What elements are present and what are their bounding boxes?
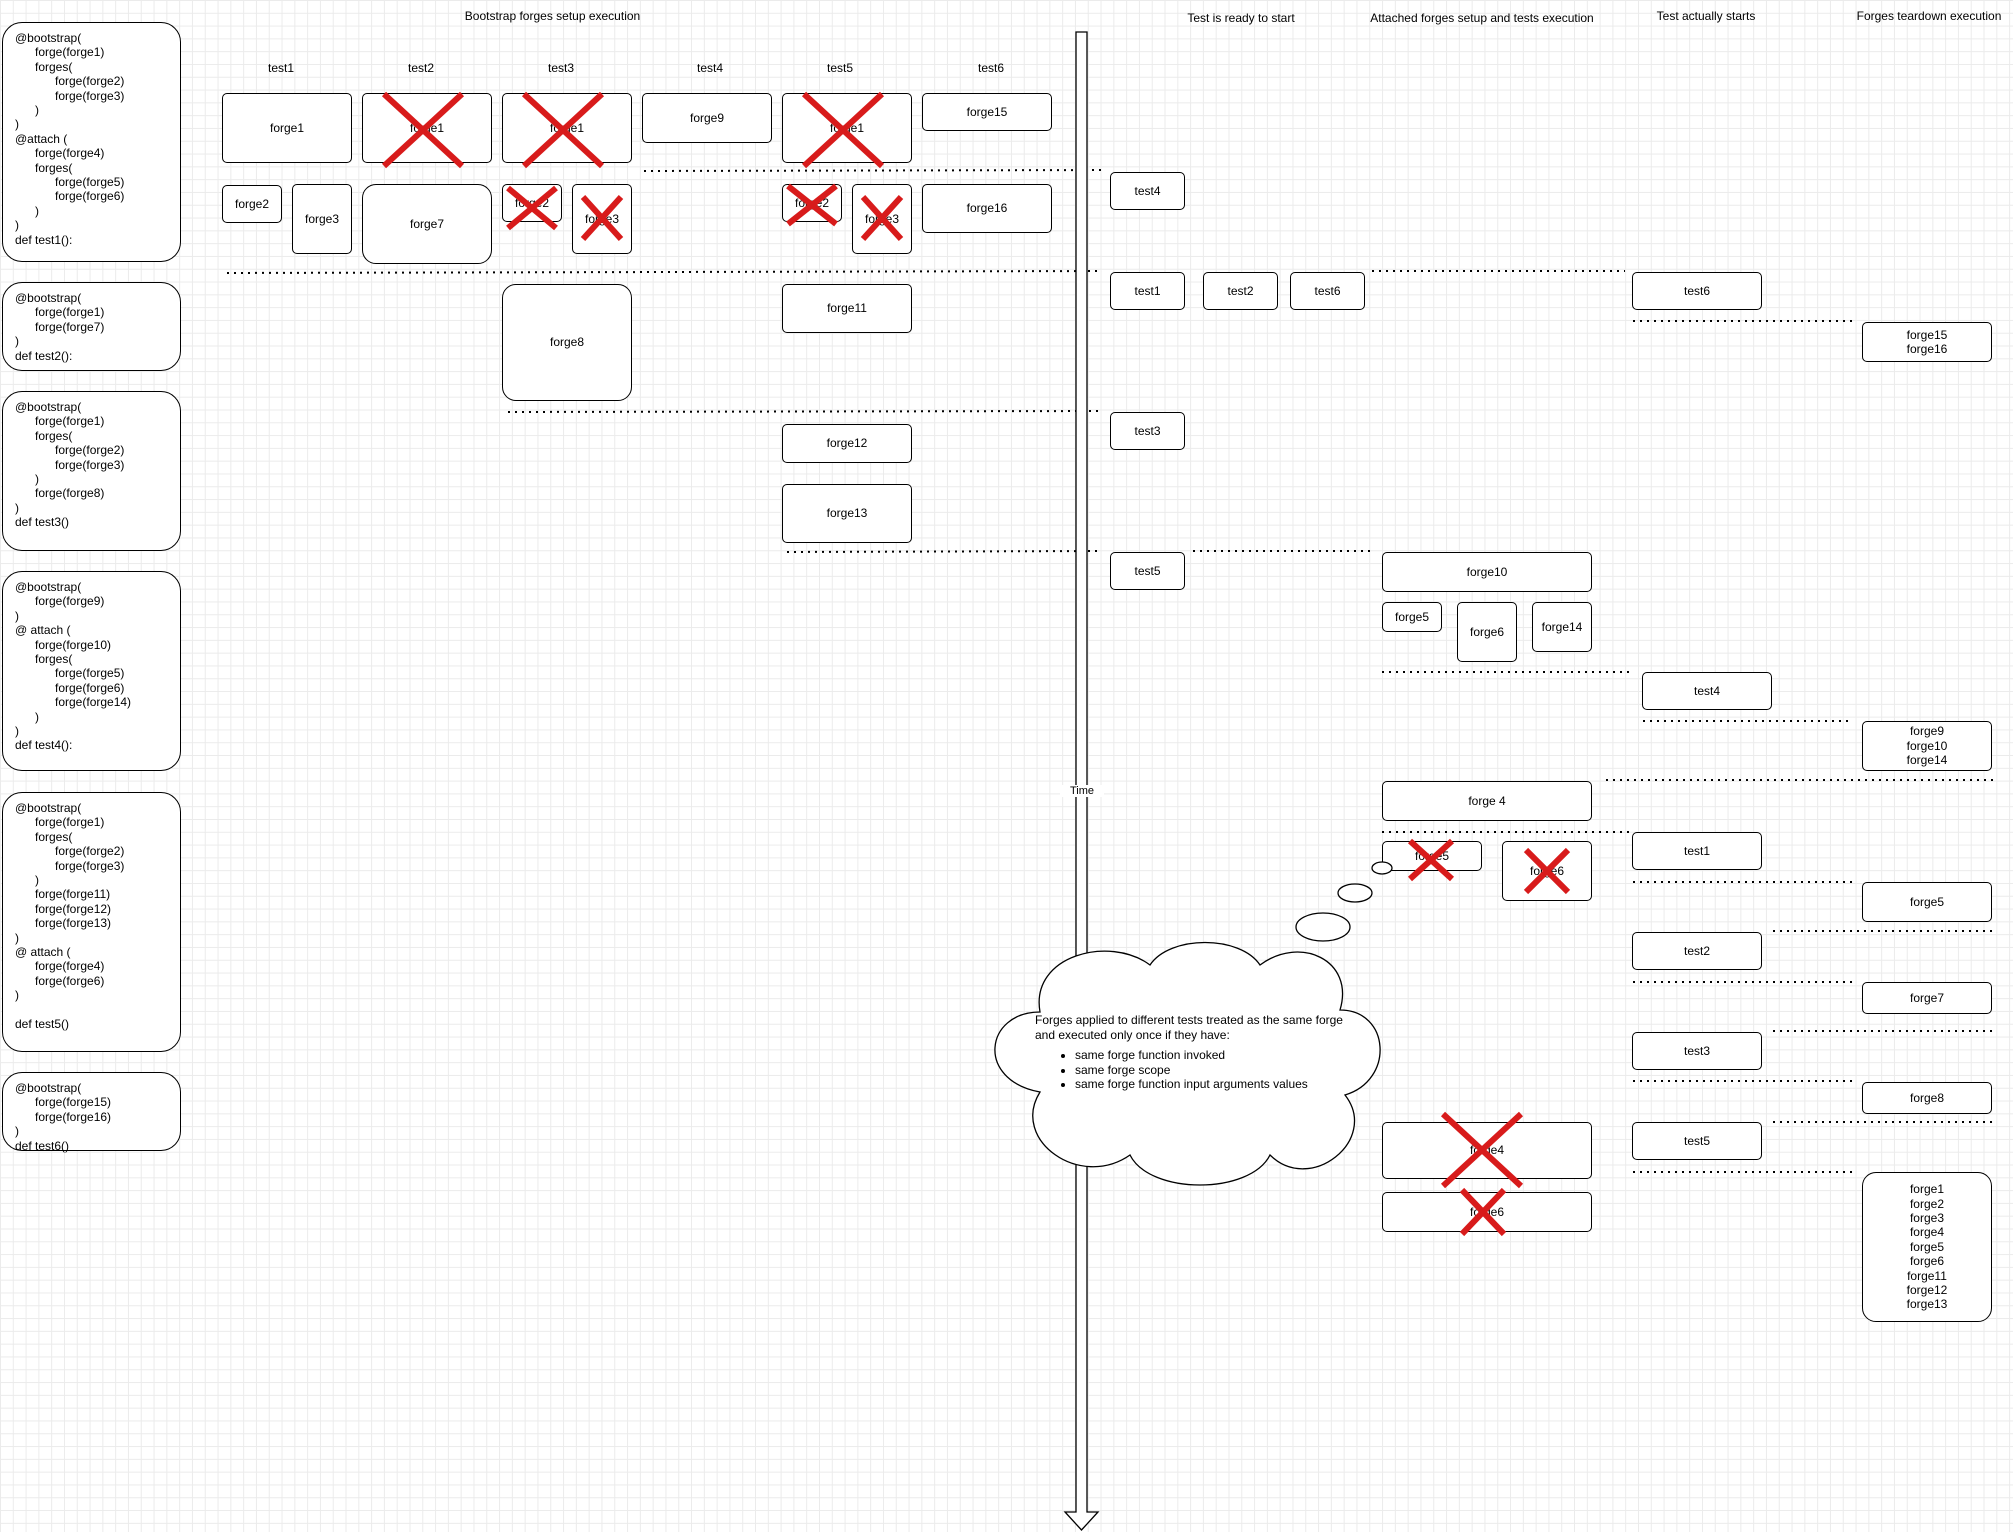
forge-box-test6-forge16: forge16: [922, 184, 1052, 233]
start-box-test3: test3: [1632, 1032, 1762, 1070]
teardown-box-test3: forge8: [1862, 1082, 1992, 1114]
attached-box-forge10: forge10: [1382, 552, 1592, 592]
teardown-box-test6: forge15 forge16: [1862, 322, 1992, 362]
column-test2: test2: [407, 61, 434, 75]
forge-box-test5-forge12: forge12: [782, 424, 912, 463]
start-box-test4: test4: [1642, 672, 1772, 710]
attached-box-forge6: forge6: [1457, 602, 1517, 662]
column-test1: test1: [267, 61, 294, 75]
column-test3: test3: [547, 61, 574, 75]
note-item: same forge function invoked: [1075, 1048, 1355, 1063]
forge-box-test6-forge15: forge15: [922, 93, 1052, 131]
note-list: same forge function invoked same forge s…: [1035, 1048, 1355, 1092]
code-block-test6: @bootstrap( forge(forge15) forge(forge16…: [2, 1072, 181, 1153]
note-item: same forge scope: [1075, 1063, 1355, 1078]
note-text: Forges applied to different tests treate…: [1035, 1013, 1355, 1092]
attached-box-forge4: forge 4: [1382, 781, 1592, 821]
note-intro: Forges applied to different tests treate…: [1035, 1013, 1343, 1042]
code-block-test1: @bootstrap( forge(forge1) forges( forge(…: [2, 22, 181, 262]
ready-box-test1: test1: [1110, 272, 1185, 310]
note-item: same forge function input arguments valu…: [1075, 1077, 1355, 1092]
ready-box-test6: test6: [1290, 272, 1365, 310]
code-block-test3: @bootstrap( forge(forge1) forges( forge(…: [2, 391, 181, 551]
teardown-box-test5: forge1 forge2 forge3 forge4 forge5 forge…: [1862, 1172, 1992, 1322]
ready-box-test4: test4: [1110, 172, 1185, 210]
teardown-box-test1: forge5: [1862, 882, 1992, 922]
teardown-box-test4: forge9 forge10 forge14: [1862, 721, 1992, 771]
header-attached: Attached forges setup and tests executio…: [1370, 11, 1594, 25]
start-box-test1: test1: [1632, 832, 1762, 870]
column-test5: test5: [826, 61, 853, 75]
code-block-test5: @bootstrap( forge(forge1) forges( forge(…: [2, 792, 181, 1052]
forge-box-test1-forge3: forge3: [292, 184, 352, 254]
ready-box-test5: test5: [1110, 552, 1185, 590]
start-box-test6: test6: [1632, 272, 1762, 310]
forge-box-test1-forge2: forge2: [222, 185, 282, 223]
forge-box-test3-forge8: forge8: [502, 284, 632, 401]
attached-box-forge5: forge5: [1382, 602, 1442, 632]
teardown-box-test2: forge7: [1862, 982, 1992, 1014]
header-starts: Test actually starts: [1656, 9, 1756, 23]
start-box-test5: test5: [1632, 1122, 1762, 1160]
attached-box-forge14: forge14: [1532, 602, 1592, 652]
column-test4: test4: [696, 61, 723, 75]
code-block-test2: @bootstrap( forge(forge1) forge(forge7) …: [2, 282, 181, 371]
header-bootstrap: Bootstrap forges setup execution: [464, 9, 641, 23]
start-box-test2: test2: [1632, 932, 1762, 970]
column-test6: test6: [977, 61, 1004, 75]
forge-box-test5-forge11: forge11: [782, 284, 912, 333]
code-block-test4: @bootstrap( forge(forge9) ) @ attach ( f…: [2, 571, 181, 771]
time-label: Time: [1060, 785, 1104, 797]
ready-box-test3: test3: [1110, 412, 1185, 450]
forge-box-test1-forge1: forge1: [222, 93, 352, 163]
header-ready: Test is ready to start: [1187, 11, 1295, 25]
header-teardown: Forges teardown execution: [1856, 9, 2002, 23]
ready-box-test2: test2: [1203, 272, 1278, 310]
forge-box-test4-forge9: forge9: [642, 93, 772, 143]
forge-box-test2-forge7: forge7: [362, 184, 492, 264]
forge-box-test5-forge13: forge13: [782, 484, 912, 543]
